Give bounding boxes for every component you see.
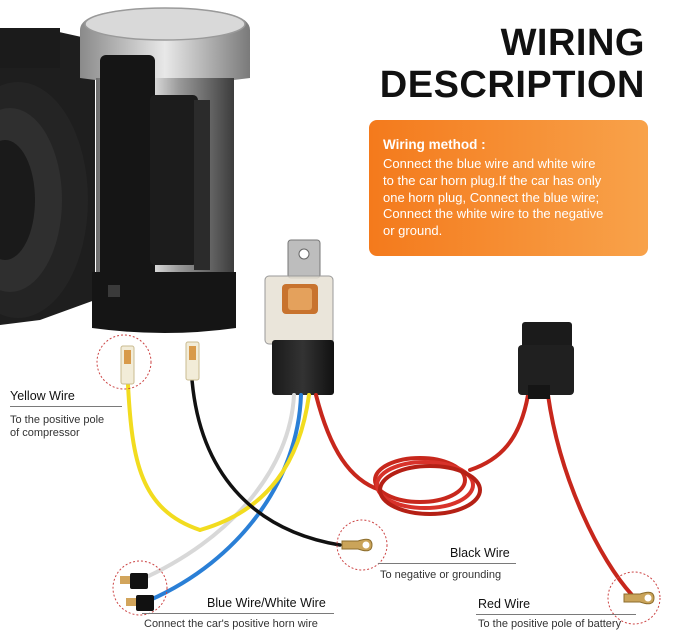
horn-compressor-icon xyxy=(0,7,250,333)
red-wire-label: Red Wire xyxy=(478,597,531,611)
wiring-method-line-4: Connect the white wire to the negative xyxy=(383,206,604,222)
wiring-method-heading: Wiring method : xyxy=(383,137,486,152)
black-wire xyxy=(190,378,342,547)
wiring-method-line-3: one horn plug, Connect the blue wire; xyxy=(383,189,600,205)
yellow-wire-label: Yellow Wire xyxy=(10,389,75,403)
yellow-wire xyxy=(126,383,202,532)
red-wire xyxy=(314,393,382,492)
callout-circles xyxy=(96,334,661,625)
relay-wires xyxy=(126,378,634,602)
wiring-method-box: Wiring method : Connect the blue wire an… xyxy=(369,120,648,256)
wiring-method-line-2: to the car horn plug.If the car has only xyxy=(383,172,602,188)
black-wire-rule xyxy=(378,563,516,564)
yellow-wire-relay xyxy=(198,393,311,532)
black-wire-desc: To negative or grounding xyxy=(380,569,502,581)
yellow-wire-rule xyxy=(10,406,122,407)
blue-white-wire-desc: Connect the car's positive horn wire xyxy=(144,618,318,630)
horn-plug-icon xyxy=(120,573,154,611)
spade-terminal-icon xyxy=(120,341,200,385)
blue-white-wire-rule xyxy=(142,613,334,614)
yellow-wire-desc-1: To the positive pole xyxy=(10,414,105,426)
white-wire xyxy=(138,393,296,582)
wiring-method-line-1: Connect the blue wire and white wire xyxy=(383,156,596,171)
ring-terminal-icon xyxy=(341,538,655,605)
red-wire-desc: To the positive pole of battery xyxy=(478,618,622,630)
yellow-wire-desc-2: of compressor xyxy=(10,427,80,439)
blue-white-wire-label: Blue Wire/White Wire xyxy=(207,596,326,610)
relay-icon xyxy=(264,239,334,395)
black-wire-label: Black Wire xyxy=(450,546,510,560)
wiring-method-line-5: or ground. xyxy=(383,223,443,239)
title-line-2: DESCRIPTION xyxy=(379,64,645,106)
blue-wire xyxy=(148,393,303,602)
title-line-1: WIRING xyxy=(500,22,645,64)
fuse-holder-icon xyxy=(518,322,574,399)
red-wire-rule xyxy=(476,614,636,615)
